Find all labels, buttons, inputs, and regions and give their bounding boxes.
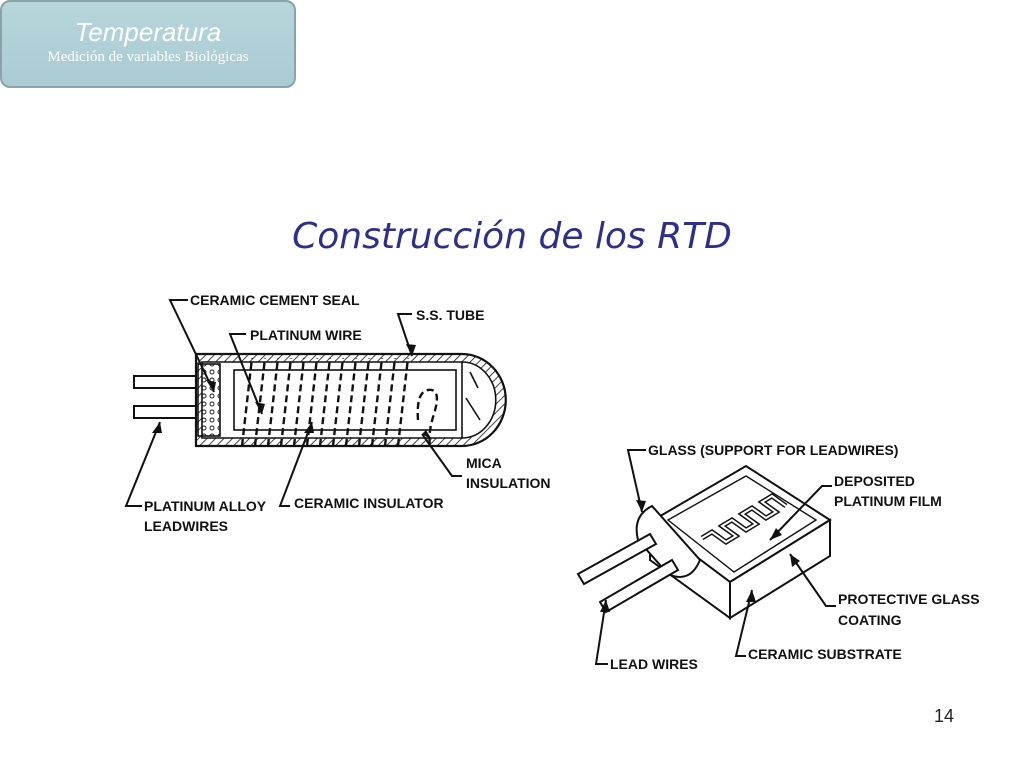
label-ceramic-substrate: CERAMIC SUBSTRATE — [748, 646, 902, 662]
label-ss-tube: S.S. TUBE — [416, 307, 484, 323]
header-title: Temperatura — [74, 17, 222, 47]
ceramic-substrate-side — [729, 518, 831, 620]
thin-film-rtd-diagram: GLASS (SUPPORT FOR LEADWIRES) DEPOSITED … — [576, 442, 980, 672]
label-deposited: DEPOSITED — [834, 473, 915, 489]
wire-wound-rtd-diagram: CERAMIC CEMENT SEAL PLATINUM WIRE S.S. T… — [124, 292, 551, 534]
label-lead-wires: LEAD WIRES — [610, 656, 698, 672]
label-platinum-film: PLATINUM FILM — [834, 493, 942, 509]
tube-interior — [201, 361, 497, 439]
label-coating: COATING — [838, 612, 902, 628]
label-platinum-alloy: PLATINUM ALLOY — [144, 498, 267, 514]
ceramic-cement-seal — [197, 363, 221, 437]
header-subtitle: Medición de variables Biológicas — [47, 49, 249, 65]
label-glass-support: GLASS (SUPPORT FOR LEADWIRES) — [648, 442, 898, 458]
label-ceramic-cement-seal: CERAMIC CEMENT SEAL — [190, 292, 360, 308]
label-leadwires: LEADWIRES — [144, 518, 228, 534]
ceramic-insulator — [233, 369, 457, 431]
platinum-wire-coils — [240, 357, 439, 447]
label-mica: MICA — [466, 455, 502, 471]
protective-glass-coating — [666, 475, 818, 573]
page-number: 14 — [934, 706, 955, 726]
label-platinum-wire: PLATINUM WIRE — [250, 327, 362, 343]
lead-wire-lower — [133, 405, 197, 419]
slide-title: Construcción de los RTD — [292, 216, 732, 257]
lead-wire-1 — [576, 532, 658, 586]
lead-wire-upper — [133, 375, 197, 389]
label-protective-glass: PROTECTIVE GLASS — [838, 591, 980, 607]
label-ceramic-insulator: CERAMIC INSULATOR — [294, 495, 444, 511]
header-badge: Temperatura Medición de variables Biológ… — [0, 0, 296, 88]
label-insulation: INSULATION — [466, 475, 551, 491]
glass-support — [635, 504, 702, 578]
